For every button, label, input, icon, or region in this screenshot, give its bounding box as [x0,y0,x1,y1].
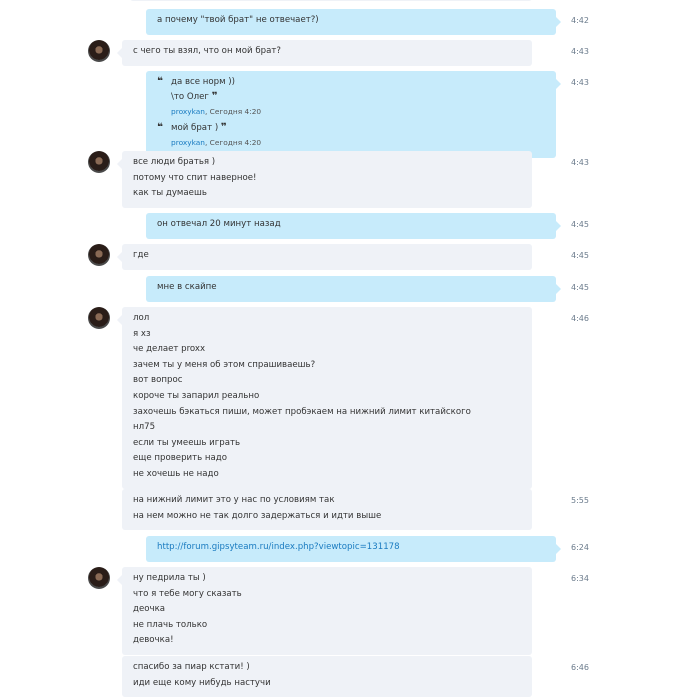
message-line: я хз [133,328,151,339]
message-time: 5:55 [571,496,589,505]
quote-text: \то Олег [171,92,209,102]
message-line: не хочешь не надо [133,468,219,479]
contact-avatar[interactable] [88,567,110,589]
contact-avatar[interactable] [88,40,110,62]
message-line: на нем можно не так долго задержаться и … [133,510,382,521]
message-bubble: спасибо за пиар кстати! ) иди еще кому ни… [122,656,532,698]
message-line: захочешь бэкаться пиши, может пробэкаем … [133,406,471,417]
message-line: все люди братья ) [133,157,216,167]
contact-avatar[interactable] [88,307,110,329]
message-line: а почему "твой брат" не отвечает?) [157,15,319,25]
message-bubble: ну педрила ты ) что я тебе могу сказать де… [117,567,532,655]
message-line: вот вопрос [133,375,183,386]
message-line: он отвечал 20 минут назад [157,219,281,229]
quote-timestamp: , Сегодня 4:20 [204,138,262,147]
message-line: потому что спит наверное! [133,172,257,183]
message-bubble: с чего ты взял, что он мой брат? [117,40,532,66]
close-quote-icon: ❞ [211,91,218,102]
message-bubble: он отвечал 20 минут назад [146,213,561,239]
message-line: девочка! [133,635,174,646]
close-quote-icon: ❞ [220,122,227,133]
message-line: ну педрила ты ) [133,573,206,583]
message-line: что я тебе могу сказать [133,588,242,599]
message-time: 4:42 [571,16,589,25]
message-line: иди еще кому нибудь настучи [133,677,271,688]
message-line: с чего ты взял, что он мой брат? [133,46,281,56]
quote-author-link[interactable]: proxykan [171,107,205,116]
message-time: 4:43 [571,47,589,56]
message-time: 4:46 [571,314,589,323]
quote-author-link[interactable]: proxykan [171,138,205,147]
message-line: как ты думаешь [133,188,207,199]
message-line: не плачь только [133,619,208,630]
message-time: 4:45 [571,220,589,229]
message-bubble: http://forum.gipsyteam.ru/index.php?view… [146,536,561,562]
message-line: на нижний лимит это у нас по условиям та… [133,495,335,505]
message-time: 6:34 [571,574,589,583]
message-line: если ты умеешь играть [133,437,241,448]
message-bubble: все люди братья ) потому что спит наверно… [117,151,532,208]
message-line: нл75 [133,422,156,433]
quote-text: мой брат ) [171,123,219,133]
message-bubble: лол я хз че делает proxx зачем ты у меня об… [117,307,532,489]
message-time: 4:45 [571,251,589,260]
open-quote-icon: ❝ [157,122,163,133]
contact-avatar[interactable] [88,244,110,266]
message-line: где [133,250,149,260]
previous-message-bubble [130,0,532,1]
quote-text: да все норм )) [171,77,235,87]
message-line: мне в скайпе [157,282,217,292]
message-time: 6:24 [571,543,589,552]
message-bubble: ❝да все норм ))\то Олег ❞proxykan, Сегод… [146,71,561,158]
contact-avatar[interactable] [88,151,110,173]
message-line: еще проверить надо [133,453,228,464]
message-bubble: где [117,244,532,270]
quote-timestamp: , Сегодня 4:20 [204,107,262,116]
message-line: че делает proxx [133,344,206,355]
quoted-message: ❝ мой брат ) ❞ proxykan, Сегодня 4:20 [157,122,545,149]
message-line: лол [133,313,150,323]
message-line: зачем ты у меня об этом спрашиваешь? [133,359,316,370]
message-time: 6:46 [571,663,589,672]
message-time: 4:45 [571,283,589,292]
message-line: спасибо за пиар кстати! ) [133,662,250,672]
message-bubble: мне в скайпе [146,276,561,302]
message-line: деочка [133,604,166,615]
message-bubble: а почему "твой брат" не отвечает?) [146,9,561,35]
quoted-message: ❝ да все норм )) \то Олег ❞ proxykan, Сегод… [157,76,545,118]
message-time: 4:43 [571,158,589,167]
open-quote-icon: ❝ [157,76,163,87]
message-bubble: на нижний лимит это у нас по условиям та… [122,489,532,531]
message-link[interactable]: http://forum.gipsyteam.ru/index.php?view… [157,542,400,552]
message-line: короче ты запарил реально [133,390,260,401]
message-time: 4:43 [571,78,589,87]
